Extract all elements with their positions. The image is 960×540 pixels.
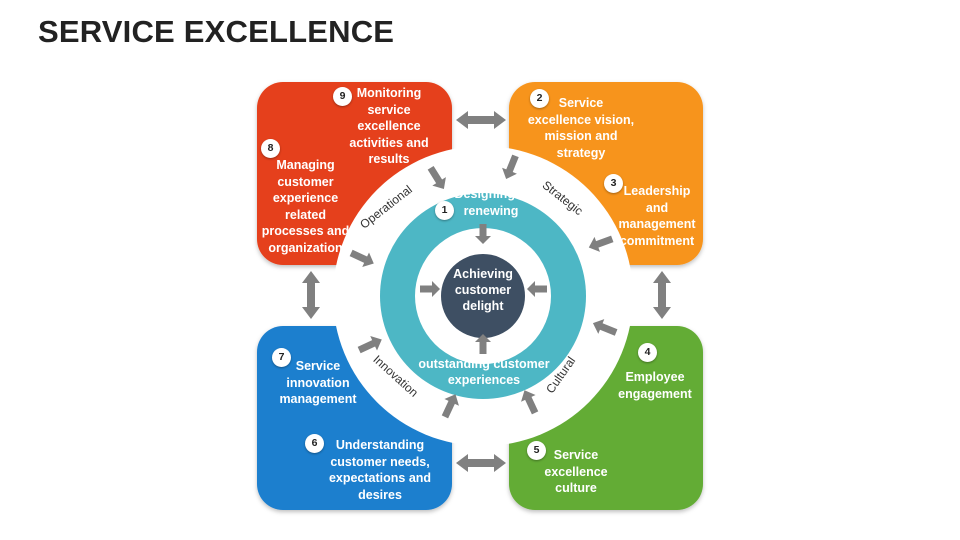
inner-ring-top-label: Designing & renewing <box>454 187 528 218</box>
arrow-5 <box>521 390 539 415</box>
arrow-center-top <box>475 224 491 244</box>
step-number-8: 8 <box>261 139 280 158</box>
page-title: SERVICE EXCELLENCE <box>38 14 395 49</box>
connector-arrows <box>302 111 671 472</box>
arrow-2 <box>502 154 519 180</box>
step-label-6: Understanding customer needs, expectatio… <box>328 438 432 502</box>
arrow-center-left <box>420 281 440 297</box>
step-label-2: Service excellence vision, mission and s… <box>527 96 635 160</box>
arrow-center-right <box>527 281 547 297</box>
arrow-9 <box>427 165 446 190</box>
arrow-4 <box>592 319 618 336</box>
double-arrow-top <box>456 111 506 129</box>
center-arrows <box>420 224 547 354</box>
double-arrow-right <box>653 271 671 319</box>
double-arrow-bottom <box>456 454 506 472</box>
arrow-6 <box>441 394 459 419</box>
step-number-1: 1 <box>435 201 454 220</box>
step-number-7: 7 <box>272 348 291 367</box>
inner-ring-bottom-label: outstanding customer experiences <box>418 357 550 387</box>
double-arrow-left <box>302 271 320 319</box>
arrow-center-bottom <box>475 334 491 354</box>
step-label-8: Managing customer experience related pro… <box>261 158 350 255</box>
step-label-7: Service innovation management <box>279 359 357 406</box>
step-number-6: 6 <box>305 434 324 453</box>
ring-arrows <box>349 154 618 419</box>
step-label-9: Monitoring service excellence activities… <box>349 86 429 166</box>
arrow-7 <box>357 336 382 354</box>
step-label-5: Service excellence culture <box>544 448 608 495</box>
step-number-4: 4 <box>638 343 657 362</box>
step-number-3: 3 <box>604 174 623 193</box>
arrow-3 <box>588 235 614 252</box>
step-number-5: 5 <box>527 441 546 460</box>
step-number-2: 2 <box>530 89 549 108</box>
step-label-3: Leadership and management commitment <box>618 184 696 248</box>
center-circle <box>441 254 525 338</box>
step-number-9: 9 <box>333 87 352 106</box>
step-label-4: Employee engagement <box>618 370 692 401</box>
center-label: Achieving customer delight <box>453 267 513 313</box>
arrow-8 <box>349 249 374 267</box>
